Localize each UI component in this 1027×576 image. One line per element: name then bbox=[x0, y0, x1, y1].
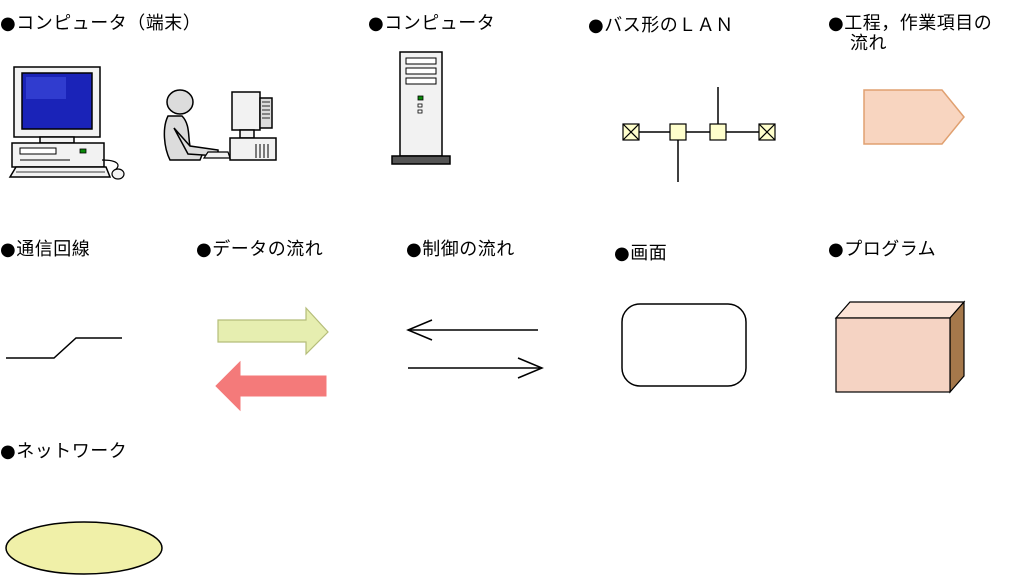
label-process-flow: ●工程，作業項目の 流れ bbox=[828, 14, 1027, 54]
label-data-flow: ●データの流れ bbox=[196, 239, 324, 260]
bus-lan-icon bbox=[620, 85, 780, 185]
label-program: ●プログラム bbox=[828, 239, 937, 260]
comm-line-icon bbox=[6, 330, 126, 370]
label-process-flow-line1: ●工程，作業項目の bbox=[828, 13, 993, 34]
label-computer: ●コンピュータ bbox=[368, 13, 496, 34]
label-computer-terminal: ●コンピュータ（端末） bbox=[0, 13, 202, 34]
control-flow-right-arrow-icon bbox=[406, 356, 546, 380]
data-flow-left-arrow-icon bbox=[212, 360, 332, 412]
label-screen: ●画面 bbox=[614, 243, 668, 264]
process-flow-icon bbox=[862, 88, 972, 148]
label-bus-lan: ●バス形のＬＡＮ bbox=[588, 15, 734, 36]
data-flow-right-arrow-icon bbox=[216, 306, 336, 358]
label-network: ●ネットワーク bbox=[0, 441, 128, 462]
network-icon bbox=[4, 518, 168, 576]
label-control-flow: ●制御の流れ bbox=[406, 239, 515, 260]
terminal-user-icon bbox=[160, 88, 280, 168]
label-comm-line: ●通信回線 bbox=[0, 239, 91, 260]
control-flow-left-arrow-icon bbox=[406, 318, 546, 342]
program-icon bbox=[834, 298, 968, 396]
desktop-computer-icon bbox=[8, 65, 130, 185]
screen-icon bbox=[620, 302, 750, 390]
label-process-flow-line2: 流れ bbox=[850, 33, 887, 54]
tower-computer-icon bbox=[391, 50, 452, 170]
